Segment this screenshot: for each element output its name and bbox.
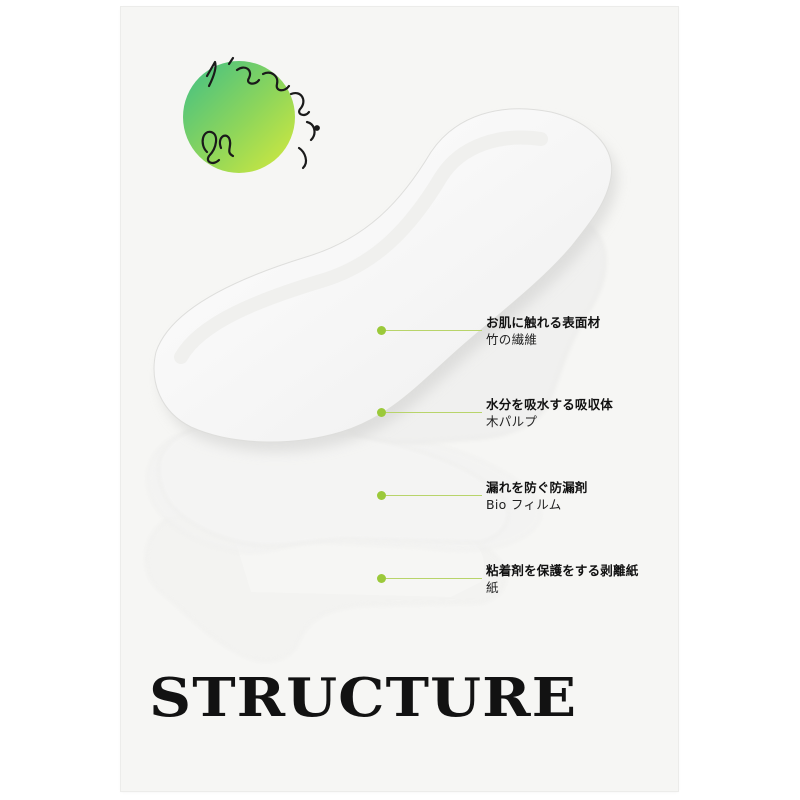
product-layers-illustration (145, 108, 618, 662)
label-title: 粘着剤を保護をする剥離紙 (486, 563, 639, 578)
logo-gradient-circle (183, 61, 295, 173)
marker-dot (377, 574, 386, 583)
headline-structure: STRUCTURE (149, 667, 578, 729)
leader-line (386, 330, 482, 331)
label-absorbent: 水分を吸水する吸収体 木パルプ (121, 396, 678, 436)
label-title: お肌に触れる表面材 (486, 315, 601, 330)
label-material: Bio フィルム (486, 497, 562, 512)
marker-dot (377, 326, 386, 335)
logo-script-wordmark (201, 56, 320, 170)
label-title: 水分を吸水する吸収体 (486, 397, 614, 412)
leader-line (386, 578, 482, 579)
label-material: 竹の繊維 (486, 332, 538, 347)
poster: お肌に触れる表面材 竹の繊維 水分を吸水する吸収体 木パルプ 漏れを防ぐ防漏剤 … (121, 7, 678, 791)
label-surface-material: お肌に触れる表面材 竹の繊維 (121, 314, 678, 354)
label-material: 紙 (486, 580, 499, 595)
label-release-paper: 粘着剤を保護をする剥離紙 紙 (121, 562, 678, 602)
marker-dot (377, 491, 386, 500)
label-material: 木パルプ (486, 414, 538, 429)
label-leak-barrier: 漏れを防ぐ防漏剤 Bio フィルム (121, 479, 678, 519)
leader-line (386, 495, 482, 496)
leader-line (386, 412, 482, 413)
label-title: 漏れを防ぐ防漏剤 (486, 480, 588, 495)
marker-dot (377, 408, 386, 417)
brand-logo (159, 52, 339, 192)
layer-bamboo-surface (153, 108, 613, 443)
